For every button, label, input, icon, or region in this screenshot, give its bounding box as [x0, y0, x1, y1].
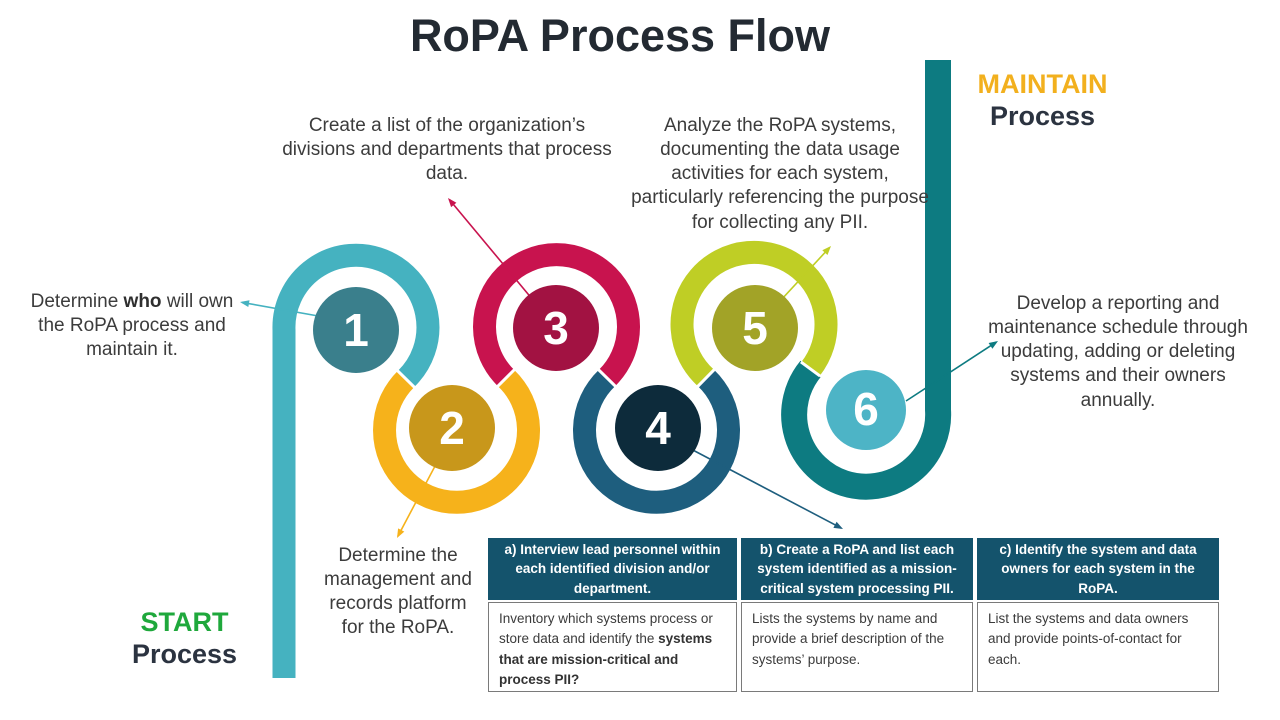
- start-word: START: [140, 607, 229, 637]
- arrowhead-step-3: [448, 198, 457, 208]
- ribbon-step-3: [473, 243, 640, 387]
- table-header-c: c) Identify the system and data owners f…: [977, 538, 1219, 600]
- step-number-6: 6: [853, 383, 879, 435]
- ribbon-seam-2-3: [496, 368, 516, 388]
- arrow-step-6: [905, 341, 997, 402]
- arrowhead-step-2: [397, 528, 405, 538]
- table-cell-c: List the systems and data owners and pro…: [977, 602, 1219, 692]
- step-number-2: 2: [439, 402, 465, 454]
- step-circle-5: [712, 285, 798, 371]
- step-circle-1: [313, 287, 399, 373]
- start-label: START Process: [102, 606, 267, 671]
- arrowhead-step-1: [240, 300, 250, 307]
- table-cell-a: Inventory which systems process or store…: [488, 602, 737, 692]
- ribbon-step-2: [373, 369, 540, 514]
- ribbon-seam-3-4: [597, 368, 617, 388]
- step-circle-2: [409, 385, 495, 471]
- start-sub: Process: [131, 639, 238, 670]
- substeps-table: a) Interview lead personnel within each …: [488, 538, 1219, 692]
- flow-ribbon: [272, 60, 952, 678]
- annotation-step-6: Develop a reporting and maintenance sche…: [988, 293, 1248, 411]
- annotation-step-1-pre: Determine: [30, 291, 124, 312]
- arrowhead-step-6: [988, 341, 998, 349]
- ribbon-seam-4-5: [696, 368, 716, 388]
- arrowhead-step-5: [822, 246, 831, 255]
- table-cell-b: Lists the systems by name and provide a …: [741, 602, 973, 692]
- ribbon-step-6: [781, 60, 952, 500]
- table-cell-c-text: List the systems and data owners and pro…: [988, 611, 1189, 667]
- ribbon-seam-5-6: [800, 360, 821, 378]
- page-title: RoPA Process Flow: [409, 10, 831, 61]
- step-circles: 1 2 3 4 5 6: [313, 285, 906, 471]
- step-number-3: 3: [543, 302, 569, 354]
- ribbon-seam-1-2: [396, 369, 416, 389]
- annotation-step-2: Determine the management and records pla…: [324, 545, 472, 639]
- step-number-5: 5: [742, 302, 768, 354]
- step-circle-4: [615, 385, 701, 471]
- maintain-sub: Process: [989, 101, 1096, 132]
- annotation-step-5: Analyze the RoPA systems, documenting th…: [631, 115, 929, 233]
- ribbon-step-1: [272, 243, 440, 678]
- ribbon-step-5: [670, 240, 838, 387]
- step-number-1: 1: [343, 304, 369, 356]
- step-circle-3: [513, 285, 599, 371]
- maintain-label: MAINTAIN Process: [960, 68, 1125, 133]
- arrow-step-4: [669, 437, 842, 529]
- annotation-step-3: Create a list of the organization’s divi…: [282, 115, 612, 185]
- ribbon-step-4: [573, 369, 740, 514]
- maintain-word: MAINTAIN: [977, 69, 1108, 99]
- annotation-step-1: Determine who will own the RoPA process …: [28, 290, 236, 362]
- step-circle-6: [826, 370, 906, 450]
- table-cell-a-bold-text: systems that are mission-critical and pr…: [499, 631, 713, 687]
- arrowhead-step-4: [833, 521, 843, 529]
- step-number-4: 4: [645, 402, 671, 454]
- table-header-a: a) Interview lead personnel within each …: [488, 538, 737, 600]
- annotation-step-1-bold: who: [123, 291, 162, 312]
- table-cell-a-text: Inventory which systems process or store…: [499, 611, 713, 647]
- table-header-b: b) Create a RoPA and list each system id…: [741, 538, 973, 600]
- table-cell-b-text: Lists the systems by name and provide a …: [752, 611, 945, 667]
- annotation-step-1-post: will own the RoPA process and maintain i…: [38, 291, 234, 361]
